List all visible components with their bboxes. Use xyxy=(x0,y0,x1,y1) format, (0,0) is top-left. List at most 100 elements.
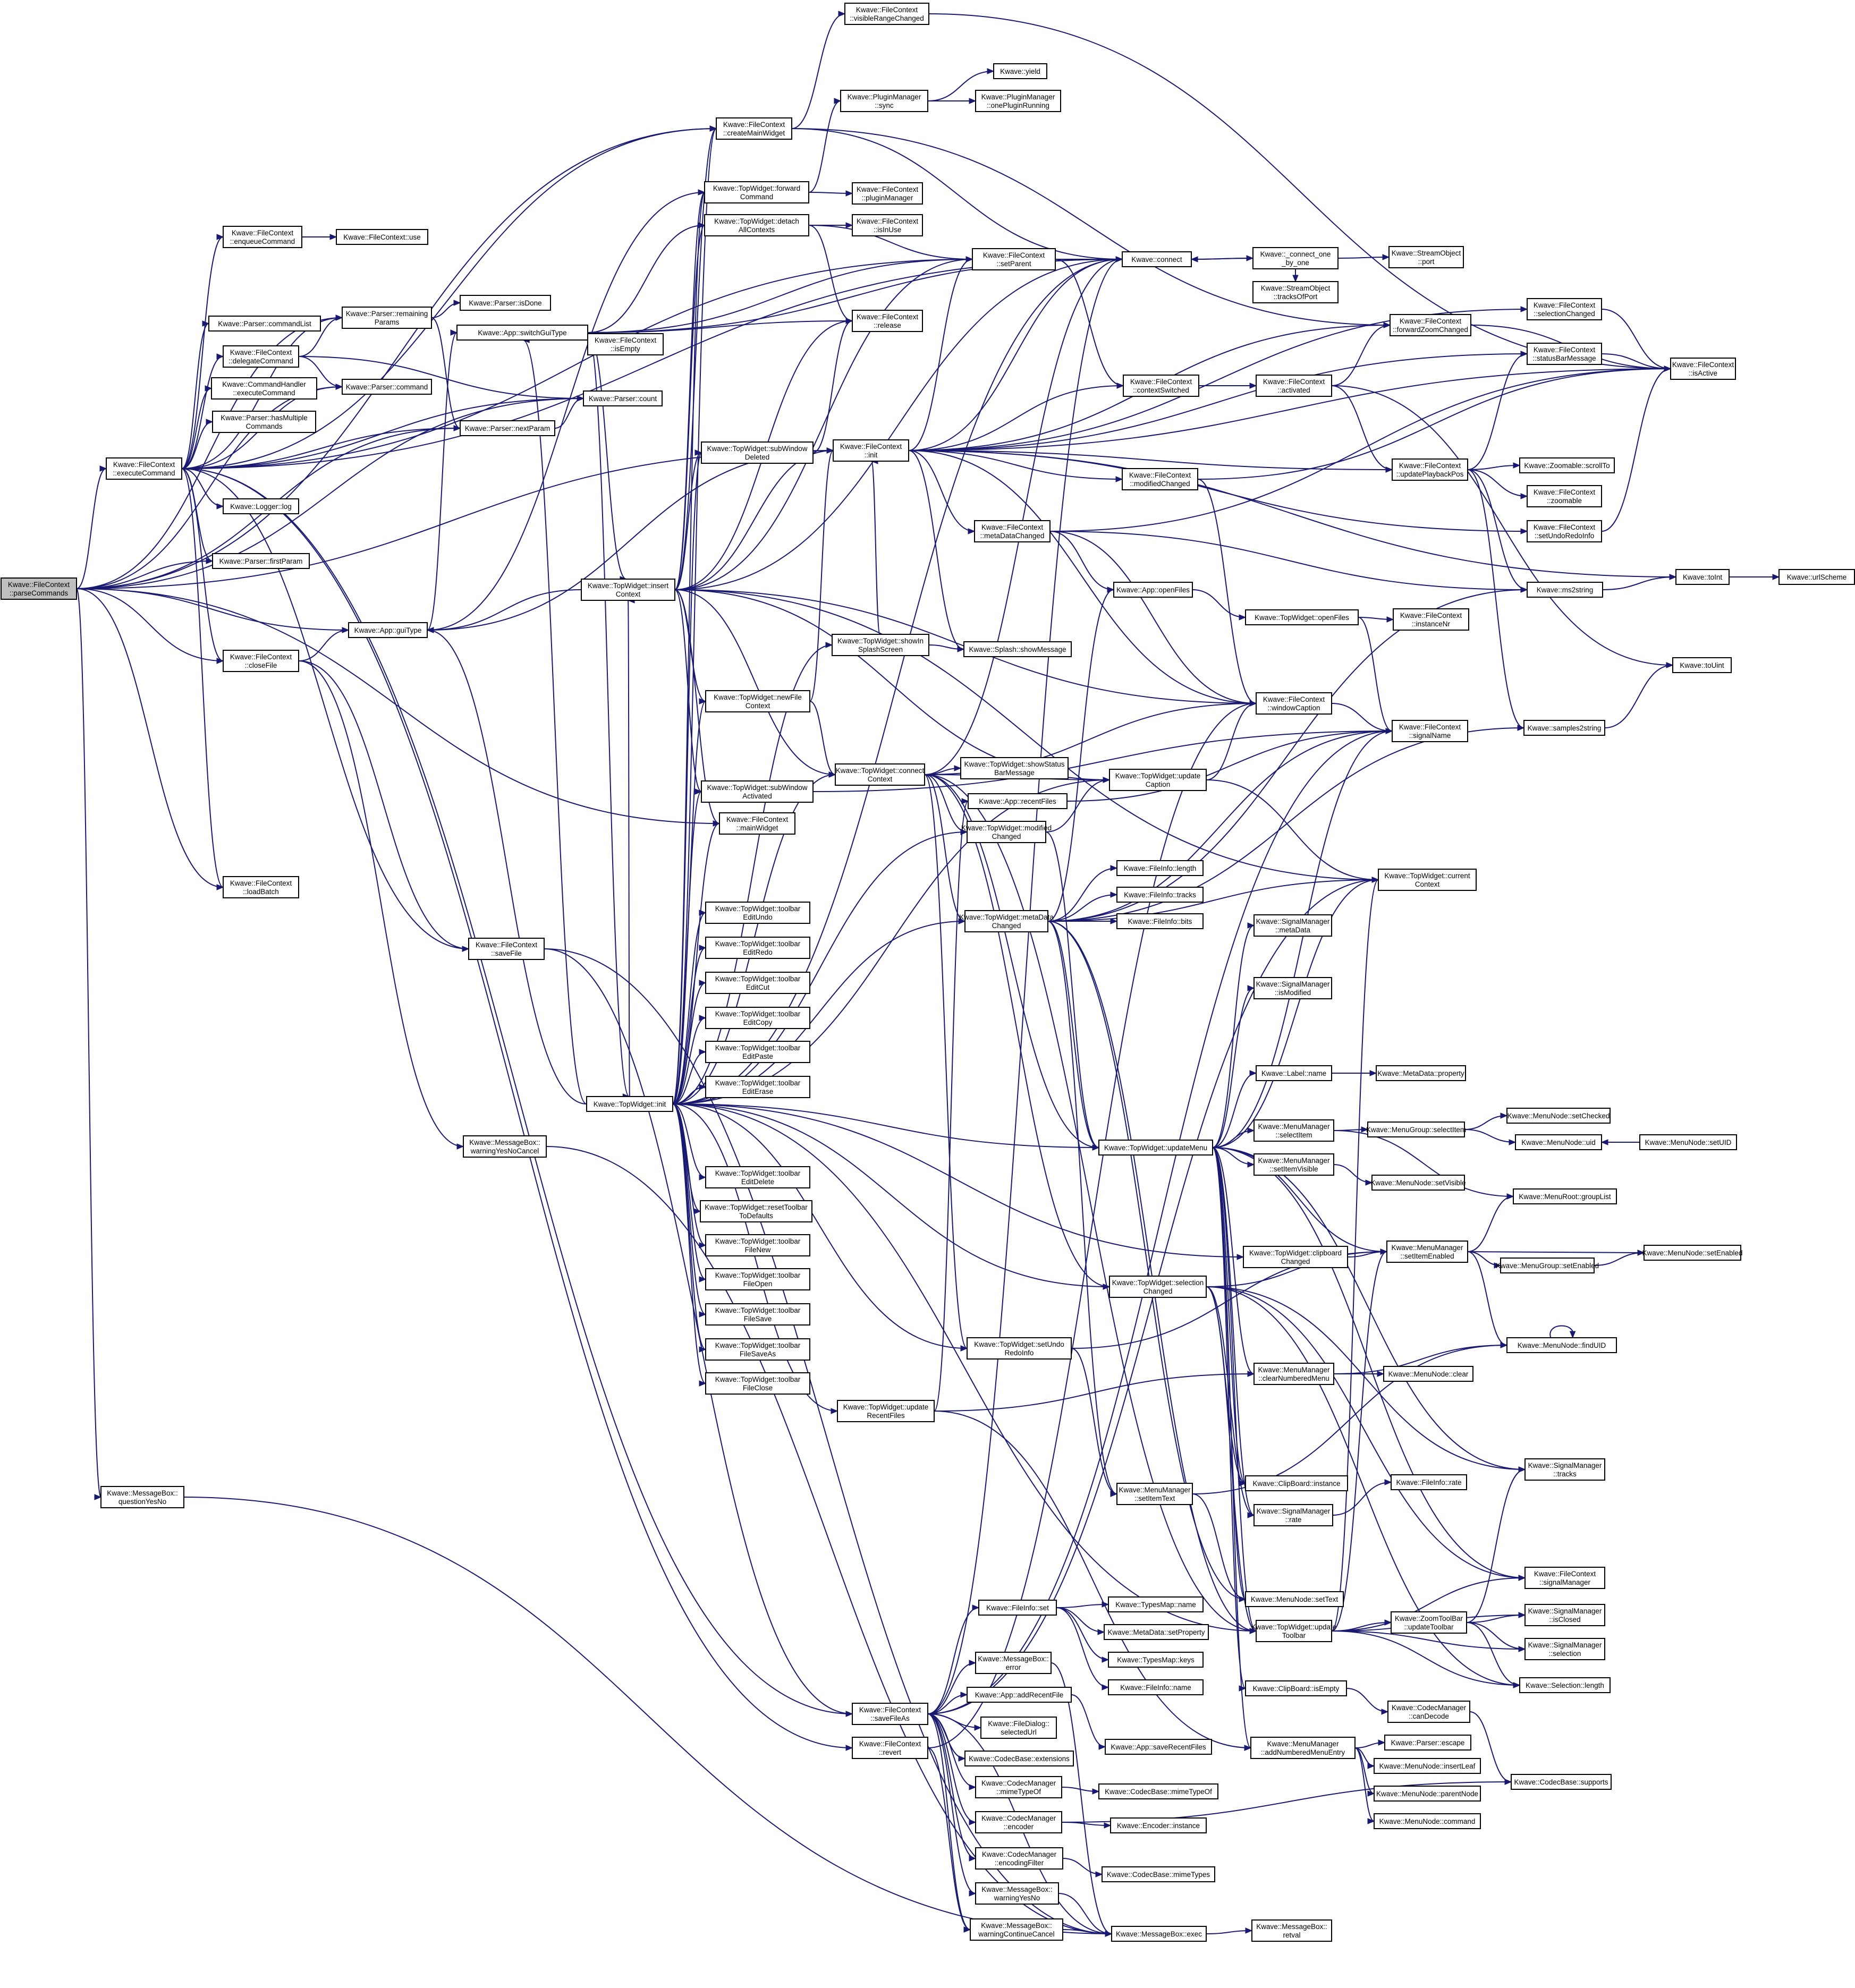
node-n133[interactable]: Kwave::ClipBoard::isEmpty xyxy=(1245,1680,1347,1696)
node-n71[interactable]: Kwave::FileContext::instanceNr xyxy=(1393,608,1469,631)
node-n68[interactable]: Kwave::FileContext::modifiedChanged xyxy=(1122,468,1198,490)
node-n112[interactable]: Kwave::MenuManager::clearNumberedMenu xyxy=(1253,1363,1334,1385)
node-n18[interactable]: Kwave::App::switchGuiType xyxy=(456,325,588,341)
node-n145[interactable]: Kwave::CodecManager::encodingFilter xyxy=(975,1847,1063,1870)
node-n96[interactable]: Kwave::TopWidget::updateMenu xyxy=(1098,1140,1213,1156)
node-n118[interactable]: Kwave::FileInfo::rate xyxy=(1391,1474,1467,1490)
node-n127[interactable]: Kwave::FileInfo::set xyxy=(978,1600,1057,1616)
node-n102[interactable]: Kwave::MenuManager::setItemVisible xyxy=(1253,1153,1334,1176)
node-n147[interactable]: Kwave::MessageBox::warningYesNo xyxy=(975,1882,1059,1905)
node-n25[interactable]: Kwave::FileContext::visibleRangeChanged xyxy=(844,3,929,25)
node-n11[interactable]: Kwave::FileContext::loadBatch xyxy=(223,876,299,898)
node-n119[interactable]: Kwave::SignalManager::tracks xyxy=(1524,1458,1605,1481)
node-n142[interactable]: Kwave::CodecBase::mimeTypeOf xyxy=(1098,1783,1218,1799)
node-n83[interactable]: Kwave::FileContext::updatePlaybackPos xyxy=(1392,458,1468,481)
node-n76[interactable]: Kwave::FileInfo::length xyxy=(1116,860,1204,876)
node-n73[interactable]: Kwave::FileContext::signalName xyxy=(1392,720,1468,742)
node-n120[interactable]: Kwave::MenuNode::setText xyxy=(1245,1591,1344,1607)
node-n99[interactable]: Kwave::MenuNode::setChecked xyxy=(1506,1108,1611,1124)
node-n104[interactable]: Kwave::MenuRoot::groupList xyxy=(1513,1188,1617,1204)
node-n154[interactable]: Kwave::MenuNode::parentNode xyxy=(1374,1786,1481,1802)
node-n9[interactable]: Kwave::Parser::firstParam xyxy=(212,553,310,569)
node-n10[interactable]: Kwave::FileContext::closeFile xyxy=(223,650,299,672)
node-n90[interactable]: Kwave::toUint xyxy=(1672,657,1732,673)
node-n79[interactable]: Kwave::FileContext::forwardZoomChanged xyxy=(1390,314,1471,336)
node-n72[interactable]: Kwave::FileContext::windowCaption xyxy=(1256,692,1332,715)
node-n135[interactable]: Kwave::FileContext::saveFileAs xyxy=(852,1703,928,1725)
node-n136[interactable]: Kwave::FileContext::revert xyxy=(852,1737,928,1759)
node-n124[interactable]: Kwave::SignalManager::isClosed xyxy=(1524,1604,1605,1626)
node-n94[interactable]: Kwave::Label::name xyxy=(1256,1065,1332,1081)
node-n152[interactable]: Kwave::Parser::escape xyxy=(1384,1735,1471,1751)
node-n63[interactable]: Kwave::_connect_one_by_one xyxy=(1252,247,1339,269)
node-n117[interactable]: Kwave::SignalManager::rate xyxy=(1253,1504,1333,1526)
node-n113[interactable]: Kwave::MenuNode::clear xyxy=(1383,1366,1473,1382)
node-n70[interactable]: Kwave::TopWidget::openFiles xyxy=(1245,609,1359,625)
node-n50[interactable]: Kwave::FileContext::isInUse xyxy=(852,214,923,236)
node-n151[interactable]: Kwave::MenuManager::addNumberedMenuEntry xyxy=(1250,1737,1356,1759)
node-n21[interactable]: Kwave::FileContext::saveFile xyxy=(468,938,545,960)
node-n139[interactable]: Kwave::App::saveRecentFiles xyxy=(1105,1739,1212,1755)
node-n101[interactable]: Kwave::MenuNode::setUID xyxy=(1639,1134,1737,1150)
node-n122[interactable]: Kwave::ZoomToolBar::updateToolbar xyxy=(1391,1611,1467,1634)
node-n143[interactable]: Kwave::CodecManager::encoder xyxy=(975,1811,1062,1833)
node-n5[interactable]: Kwave::FileContext::delegateCommand xyxy=(223,345,299,368)
node-n116[interactable]: Kwave::ClipBoard::instance xyxy=(1245,1475,1348,1491)
node-n14[interactable]: Kwave::Parser::isDone xyxy=(460,295,551,311)
node-n62[interactable]: Kwave::connect xyxy=(1122,251,1192,267)
node-n15[interactable]: Kwave::Parser::command xyxy=(342,379,432,395)
node-n66[interactable]: Kwave::FileContext::contextSwitched xyxy=(1123,375,1199,397)
node-n100[interactable]: Kwave::MenuNode::uid xyxy=(1515,1134,1602,1150)
node-n86[interactable]: Kwave::FileContext::setUndoRedoInfo xyxy=(1527,520,1602,542)
node-n47[interactable]: Kwave::yield xyxy=(993,63,1047,79)
node-n1[interactable]: Kwave::FileContext::executeCommand xyxy=(106,457,182,480)
node-n84[interactable]: Kwave::Zoomable::scrollTo xyxy=(1519,457,1615,473)
node-n92[interactable]: Kwave::SignalManager::metaData xyxy=(1253,914,1332,937)
node-n137[interactable]: Kwave::App::addRecentFile xyxy=(967,1687,1072,1703)
node-n61[interactable]: Kwave::FileContext::metaDataChanged xyxy=(974,520,1051,542)
node-n131[interactable]: Kwave::FileInfo::name xyxy=(1108,1679,1204,1695)
node-n89[interactable]: Kwave::urlScheme xyxy=(1778,569,1855,585)
node-n32[interactable]: Kwave::FileContext::mainWidget xyxy=(719,812,795,835)
node-n59[interactable]: Kwave::TopWidget::modifiedChanged xyxy=(961,821,1052,843)
node-n91[interactable]: Kwave::samples2string xyxy=(1523,720,1605,736)
node-n88[interactable]: Kwave::toInt xyxy=(1675,569,1730,585)
node-n129[interactable]: Kwave::MetaData::setProperty xyxy=(1104,1624,1209,1640)
node-n109[interactable]: Kwave::TopWidget::selectionChanged xyxy=(1109,1276,1207,1298)
node-n52[interactable]: Kwave::FileContext::release xyxy=(852,310,923,332)
node-n138[interactable]: Kwave::FileDialog::selectedUrl xyxy=(980,1717,1057,1739)
node-n106[interactable]: Kwave::MenuManager::setItemEnabled xyxy=(1386,1241,1468,1263)
node-n53[interactable]: Kwave::FileContext::init xyxy=(833,439,909,462)
node-n155[interactable]: Kwave::MenuNode::command xyxy=(1374,1813,1481,1829)
node-n150[interactable]: Kwave::MessageBox::retval xyxy=(1251,1919,1332,1942)
node-n123[interactable]: Kwave::FileContext::signalManager xyxy=(1524,1567,1605,1589)
node-n0[interactable]: Kwave::FileContext::parseCommands xyxy=(1,577,77,600)
node-n16[interactable]: Kwave::Parser::count xyxy=(583,390,663,406)
node-n107[interactable]: Kwave::MenuGroup::setEnabled xyxy=(1496,1258,1599,1273)
node-n126[interactable]: Kwave::Selection::length xyxy=(1519,1677,1611,1693)
node-n19[interactable]: Kwave::FileContext::isEmpty xyxy=(587,333,664,355)
node-n6[interactable]: Kwave::CommandHandler::executeCommand xyxy=(211,377,317,400)
node-n115[interactable]: Kwave::MenuManager::setItemText xyxy=(1116,1483,1193,1505)
node-n81[interactable]: Kwave::FileContext::statusBarMessage xyxy=(1527,343,1602,365)
